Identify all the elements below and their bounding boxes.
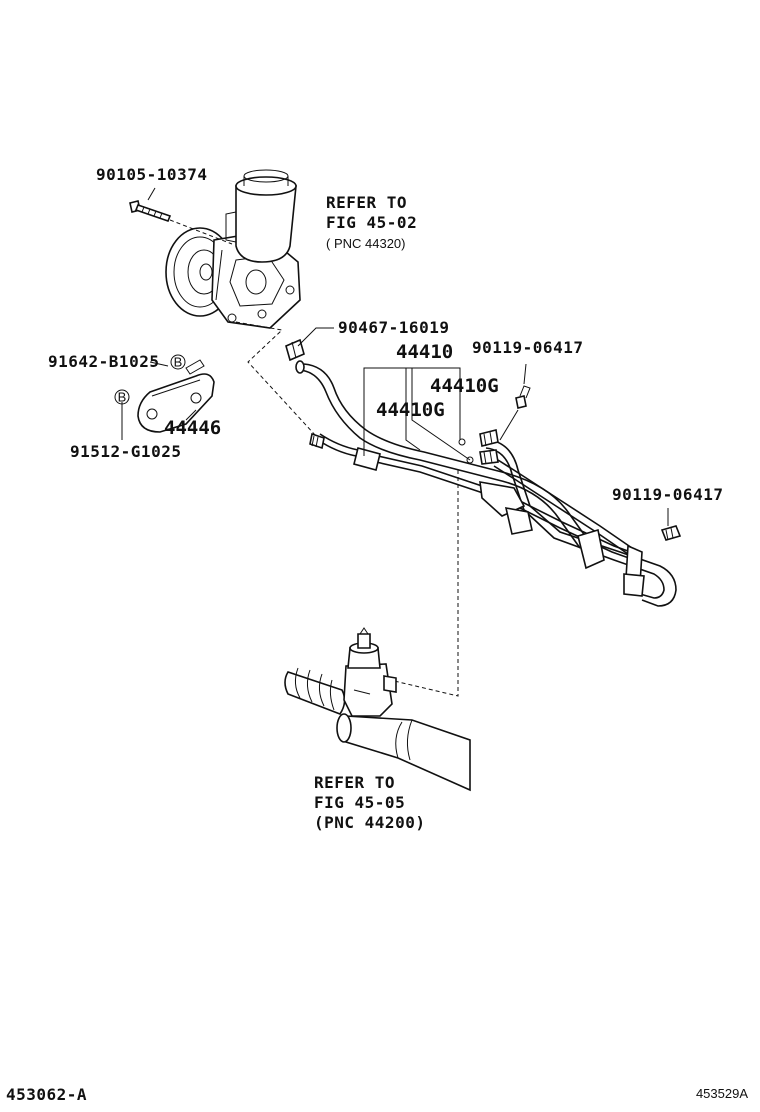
leader-hose-g-tail bbox=[405, 380, 421, 451]
label-clamp: 90467-16019 bbox=[338, 318, 449, 337]
pump-bolt[interactable] bbox=[129, 200, 172, 223]
power-steering-pump[interactable] bbox=[165, 169, 301, 329]
badge-b-top-label: B bbox=[174, 355, 183, 370]
badge-b-bottom-label: B bbox=[118, 390, 127, 405]
label-refer-top-1: REFER TO bbox=[326, 193, 407, 212]
leader-bracket-bolt-top bbox=[149, 361, 169, 367]
label-bracket: 44446 bbox=[164, 417, 221, 439]
guide-pump-to-tube bbox=[235, 321, 317, 437]
label-hose-assy: 44410 bbox=[396, 341, 453, 363]
label-hose-g1: 44410G bbox=[430, 375, 499, 397]
leader-union-bolt-upper-2 bbox=[499, 409, 519, 441]
badge-b-top: B bbox=[170, 354, 186, 370]
bracket-bolt-top[interactable] bbox=[185, 359, 205, 375]
label-refer-bot-3: (PNC 44200) bbox=[314, 813, 425, 832]
label-refer-top-2: FIG 45-02 bbox=[326, 213, 417, 232]
union-bolt-lower[interactable] bbox=[660, 525, 682, 541]
leader-union-bolt-upper bbox=[523, 363, 527, 385]
label-union-bolt-1: 90119-06417 bbox=[472, 338, 583, 357]
guide-to-gear bbox=[389, 470, 459, 697]
label-union-bolt-2: 90119-06417 bbox=[612, 485, 723, 504]
leader-clamp bbox=[297, 327, 334, 347]
label-refer-top-3: ( PNC 44320) bbox=[326, 236, 405, 251]
steering-gear[interactable] bbox=[284, 627, 471, 792]
leader-hose-g bbox=[405, 368, 471, 461]
leader-bolt bbox=[147, 187, 156, 201]
label-refer-bot-2: FIG 45-05 bbox=[314, 793, 405, 812]
badge-b-bottom: B bbox=[114, 389, 130, 405]
label-code-left: 453062-A bbox=[6, 1085, 87, 1104]
return-tube-set[interactable] bbox=[479, 439, 677, 607]
label-code-right: 453529A bbox=[696, 1086, 748, 1101]
hose-fittings bbox=[458, 429, 499, 465]
label-hose-g2: 44410G bbox=[376, 399, 445, 421]
label-pump-bolt: 90105-10374 bbox=[96, 165, 207, 184]
label-refer-bot-1: REFER TO bbox=[314, 773, 395, 792]
union-bolt-upper[interactable] bbox=[515, 385, 531, 409]
label-bracket-bolt-1: 91642-B1025 bbox=[48, 352, 159, 371]
leader-bracket bbox=[185, 409, 197, 421]
label-bracket-bolt-2: 91512-G1025 bbox=[70, 442, 181, 461]
bracket[interactable] bbox=[137, 373, 215, 433]
